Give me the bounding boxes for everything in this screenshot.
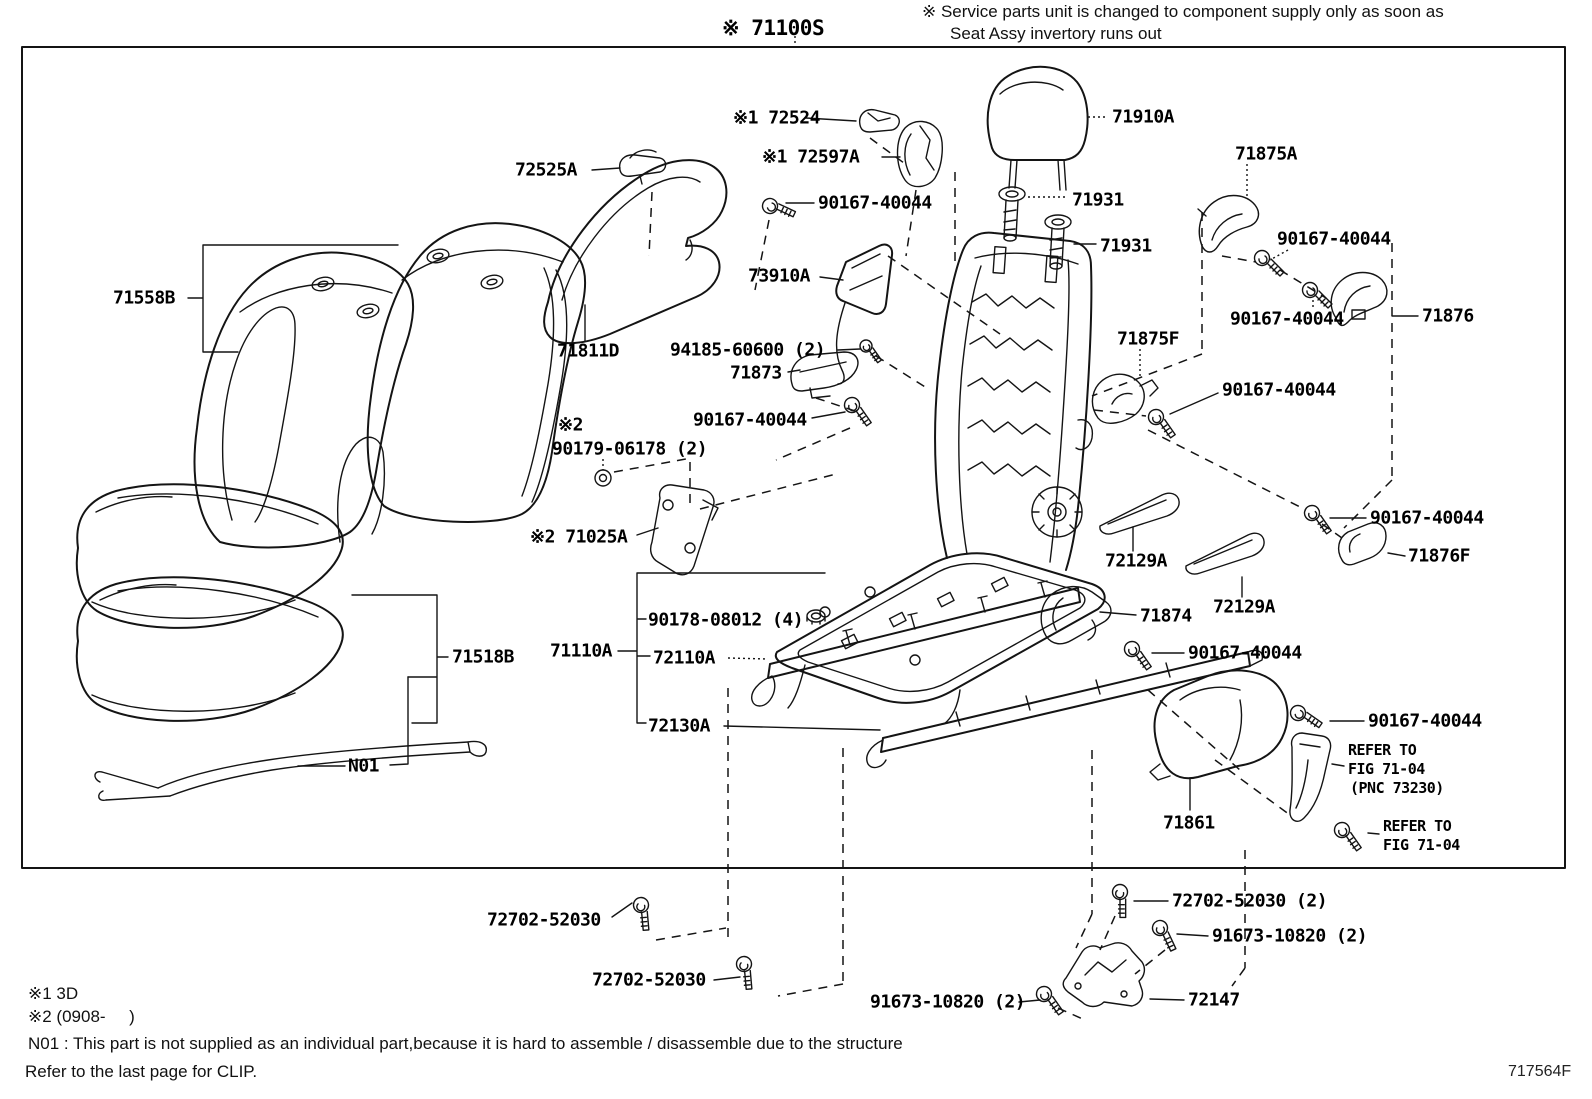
footnote-ref2: ※2 (0908- ) bbox=[28, 1007, 135, 1026]
part-label-72129a: 72129A bbox=[1213, 596, 1276, 618]
part-label-71876f: 71876F bbox=[1408, 545, 1471, 567]
part-label-72110a: 72110A bbox=[653, 647, 716, 669]
part-label-2-71025a: ※2 71025A bbox=[530, 526, 628, 548]
part-label-73910a: 73910A bbox=[748, 265, 811, 287]
trim-72129A-b bbox=[1186, 533, 1264, 574]
part-label-refer-to: REFER TO bbox=[1348, 741, 1417, 759]
part-label-fig-71-04: FIG 71-04 bbox=[1348, 760, 1425, 778]
headrest-stay-71931-a bbox=[999, 187, 1025, 241]
part-label-72702-52030: 72702-52030 bbox=[592, 969, 706, 991]
part-label-72129a: 72129A bbox=[1105, 550, 1168, 572]
part-label-90167-40044: 90167-40044 bbox=[818, 192, 932, 214]
part-label-72147: 72147 bbox=[1188, 989, 1240, 1011]
part-label-71874: 71874 bbox=[1140, 605, 1192, 627]
part-label-71876: 71876 bbox=[1422, 305, 1474, 327]
part-label-2: ※2 bbox=[558, 414, 583, 436]
headrest-71910A bbox=[988, 67, 1088, 190]
part-label-71931: 71931 bbox=[1100, 235, 1152, 257]
part-label-90167-40044: 90167-40044 bbox=[1230, 308, 1344, 330]
part-label-717564f: 717564F bbox=[1508, 1063, 1572, 1080]
part-label-72130a: 72130A bbox=[648, 715, 711, 737]
part-label-90178-08012-4: 90178-08012 (4) bbox=[648, 609, 804, 631]
cushion-pan-frame bbox=[776, 553, 1105, 724]
part-label-71931: 71931 bbox=[1072, 189, 1124, 211]
cover-71876 bbox=[1331, 273, 1387, 326]
cover-71874 bbox=[1041, 587, 1111, 644]
part-label-94185-60600-2: 94185-60600 (2) bbox=[670, 339, 826, 361]
part-label-71110a: 71110A bbox=[550, 640, 613, 662]
bracket-71873 bbox=[791, 352, 858, 398]
part-label-90179-06178-2: 90179-06178 (2) bbox=[552, 438, 708, 460]
bracket-72147 bbox=[1063, 943, 1144, 1007]
shield-71861 bbox=[1150, 670, 1288, 780]
part-label-71811d: 71811D bbox=[557, 340, 620, 362]
service-note-line1: ※ Service parts unit is changed to compo… bbox=[922, 2, 1444, 21]
headrest-stay-71931-b bbox=[1045, 215, 1071, 269]
leader-lines bbox=[188, 117, 1418, 1002]
part-label-91673-10820-2: 91673-10820 (2) bbox=[870, 991, 1026, 1013]
recliner-mechanism bbox=[1032, 487, 1082, 537]
trim-72129A-a bbox=[1100, 493, 1179, 534]
slide-rail-72130A bbox=[867, 650, 1263, 767]
part-label-71558b: 71558B bbox=[113, 287, 176, 309]
part-label-71910a: 71910A bbox=[1112, 106, 1175, 128]
footnote-ref1: ※1 3D bbox=[28, 984, 79, 1003]
part-label-91673-10820-2: 91673-10820 (2) bbox=[1212, 925, 1368, 947]
part-label-fig-71-04: FIG 71-04 bbox=[1383, 836, 1460, 854]
part-label-90167-40044: 90167-40044 bbox=[1368, 710, 1482, 732]
part-label-71873: 71873 bbox=[730, 362, 782, 384]
part-label-71861: 71861 bbox=[1163, 812, 1215, 834]
part-label-90167-40044: 90167-40044 bbox=[1222, 379, 1336, 401]
slide-rail-72110A bbox=[752, 581, 1080, 706]
seatback-frame bbox=[935, 233, 1092, 570]
part-label-90167-40044: 90167-40044 bbox=[1277, 228, 1391, 250]
support-72524 bbox=[860, 110, 900, 132]
part-label-72702-52030: 72702-52030 bbox=[487, 909, 601, 931]
belt-buckle-pnc-73230 bbox=[1290, 733, 1331, 821]
armrest-71811D bbox=[544, 160, 726, 343]
part-label-72525a: 72525A bbox=[515, 159, 578, 181]
part-label-1-72597a: ※1 72597A bbox=[762, 146, 860, 168]
part-label-90167-40044: 90167-40044 bbox=[1188, 642, 1302, 664]
part-label-71100s: ※ 71100S bbox=[722, 16, 825, 40]
part-label-72702-52030-2: 72702-52030 (2) bbox=[1172, 890, 1328, 912]
wire-part-n01 bbox=[95, 741, 486, 800]
cover-72597A bbox=[898, 121, 943, 186]
part-label-71518b: 71518B bbox=[452, 646, 515, 668]
part-label-n01: N01 bbox=[348, 755, 380, 777]
diagram-border bbox=[22, 47, 1565, 868]
part-label-1-72524: ※1 72524 bbox=[733, 107, 820, 129]
part-label-refer-to: REFER TO bbox=[1383, 817, 1452, 835]
part-label-pnc-73230: (PNC 73230) bbox=[1350, 779, 1444, 797]
dashed-lines bbox=[614, 138, 1392, 1020]
part-label-71875f: 71875F bbox=[1117, 328, 1180, 350]
footnote-n01: N01 : This part is not supplied as an in… bbox=[28, 1034, 903, 1053]
footnote-clip: Refer to the last page for CLIP. bbox=[25, 1062, 258, 1081]
seat-cushions-71518B bbox=[77, 484, 343, 721]
part-label-90167-40044: 90167-40044 bbox=[1370, 507, 1484, 529]
part-label-71875a: 71875A bbox=[1235, 143, 1298, 165]
service-note-line2: Seat Assy invertory runs out bbox=[950, 24, 1162, 43]
part-label-90167-40044: 90167-40044 bbox=[693, 409, 807, 431]
bracket-71025A bbox=[651, 485, 718, 575]
bracket-71875F bbox=[1092, 374, 1158, 423]
